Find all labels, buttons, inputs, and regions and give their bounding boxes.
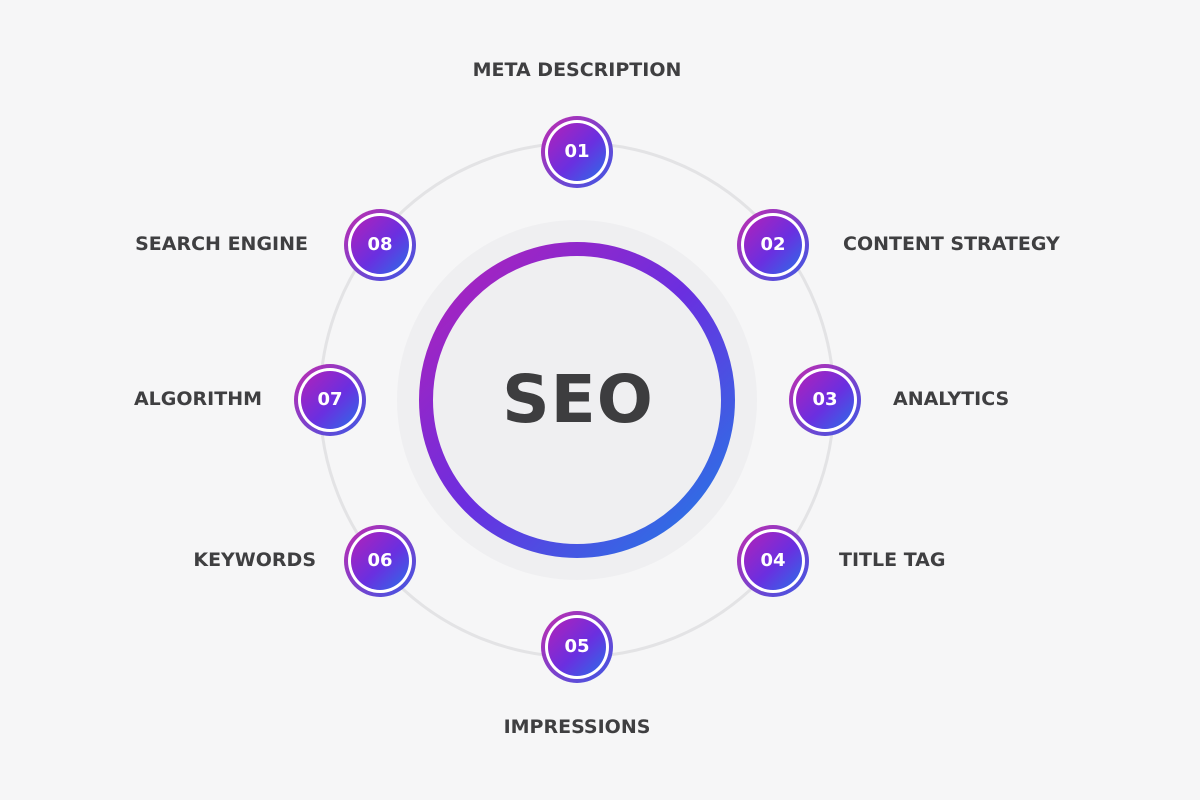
node-08-icon xyxy=(344,209,416,281)
node-number-01: 01 xyxy=(564,141,590,162)
node-number-05: 05 xyxy=(564,636,590,657)
label-keywords: KEYWORDS xyxy=(193,549,316,571)
label-meta-description: META DESCRIPTION xyxy=(472,59,682,81)
node-02-icon xyxy=(737,209,809,281)
node-05-icon xyxy=(541,611,613,683)
node-number-07: 07 xyxy=(317,389,343,410)
label-algorithm: ALGORITHM xyxy=(133,388,262,410)
node-07-icon xyxy=(294,364,366,436)
label-search-engine: SEARCH ENGINE xyxy=(135,233,308,255)
label-content-strategy: CONTENT STRATEGY xyxy=(843,233,1060,255)
center-ring xyxy=(419,242,735,558)
center-title: SEO xyxy=(502,361,654,438)
node-number-03: 03 xyxy=(812,389,838,410)
node-number-02: 02 xyxy=(760,234,786,255)
node-number-06: 06 xyxy=(367,550,393,571)
label-analytics: ANALYTICS xyxy=(893,388,1010,410)
node-number-08: 08 xyxy=(367,234,393,255)
label-title-tag: TITLE TAG xyxy=(839,549,946,571)
node-number-04: 04 xyxy=(760,550,786,571)
node-03-icon xyxy=(789,364,861,436)
node-04-icon xyxy=(737,525,809,597)
node-06-icon xyxy=(344,525,416,597)
node-01-icon xyxy=(541,116,613,188)
label-impressions: IMPRESSIONS xyxy=(503,716,651,738)
